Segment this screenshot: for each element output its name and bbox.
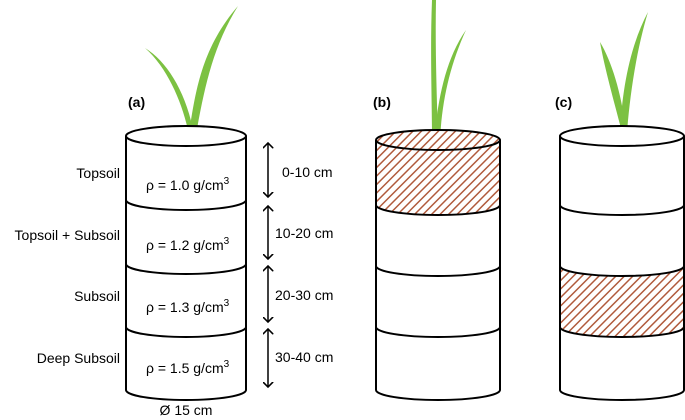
panel-b: (b) [373, 0, 501, 401]
depth-label: 20-30 cm [275, 287, 333, 303]
depth-label: 10-20 cm [275, 225, 333, 241]
compacted-layer [376, 140, 500, 215]
density-label: ρ = 1.5 g/cm3 [146, 359, 230, 376]
layer-name: Deep Subsoil [37, 350, 120, 366]
layer-boundary [375, 204, 501, 216]
plant-a-icon [145, 6, 238, 140]
svg-text:ρ = 1.2 g/cm3: ρ = 1.2 g/cm3 [146, 236, 230, 253]
density-label: ρ = 1.0 g/cm3 [146, 176, 230, 193]
compacted-layer [560, 266, 684, 337]
panel-a: (a) Topsoil Topsoil + Subsoil Subsoil De… [15, 6, 333, 418]
cylinder-c-top [559, 125, 685, 147]
layer-boundary [559, 204, 685, 216]
layer-name: Topsoil + Subsoil [15, 227, 120, 243]
layer-boundary [125, 326, 247, 338]
cylinder-a-body [125, 136, 247, 401]
layer-name: Subsoil [74, 288, 120, 304]
layer-boundary [125, 199, 247, 211]
svg-text:ρ = 1.0 g/cm3: ρ = 1.0 g/cm3 [146, 176, 230, 193]
depth-label: 30-40 cm [275, 349, 333, 365]
plant-c-icon [600, 12, 648, 132]
panel-c-label: (c) [555, 94, 572, 110]
layer-boundary [375, 265, 501, 277]
svg-text:ρ = 1.3 g/cm3: ρ = 1.3 g/cm3 [146, 298, 230, 315]
panel-a-label: (a) [128, 94, 145, 110]
panel-c: (c) [555, 12, 685, 401]
layer-boundary [559, 265, 685, 277]
svg-text:ρ = 1.5 g/cm3: ρ = 1.5 g/cm3 [146, 359, 230, 376]
layer-boundary [375, 326, 501, 338]
layer-name: Topsoil [76, 165, 120, 181]
cylinder-b-top [375, 129, 501, 151]
density-label: ρ = 1.2 g/cm3 [146, 236, 230, 253]
panel-b-label: (b) [373, 94, 391, 110]
layer-boundary [125, 263, 247, 275]
cylinder-a-top [125, 125, 247, 147]
plant-b-icon [431, 0, 466, 140]
density-label: ρ = 1.3 g/cm3 [146, 298, 230, 315]
layer-boundary [559, 326, 685, 338]
cylinder-c-body [559, 136, 685, 401]
depth-label: 0-10 cm [282, 164, 333, 180]
diameter-label: Ø 15 cm [160, 402, 213, 418]
